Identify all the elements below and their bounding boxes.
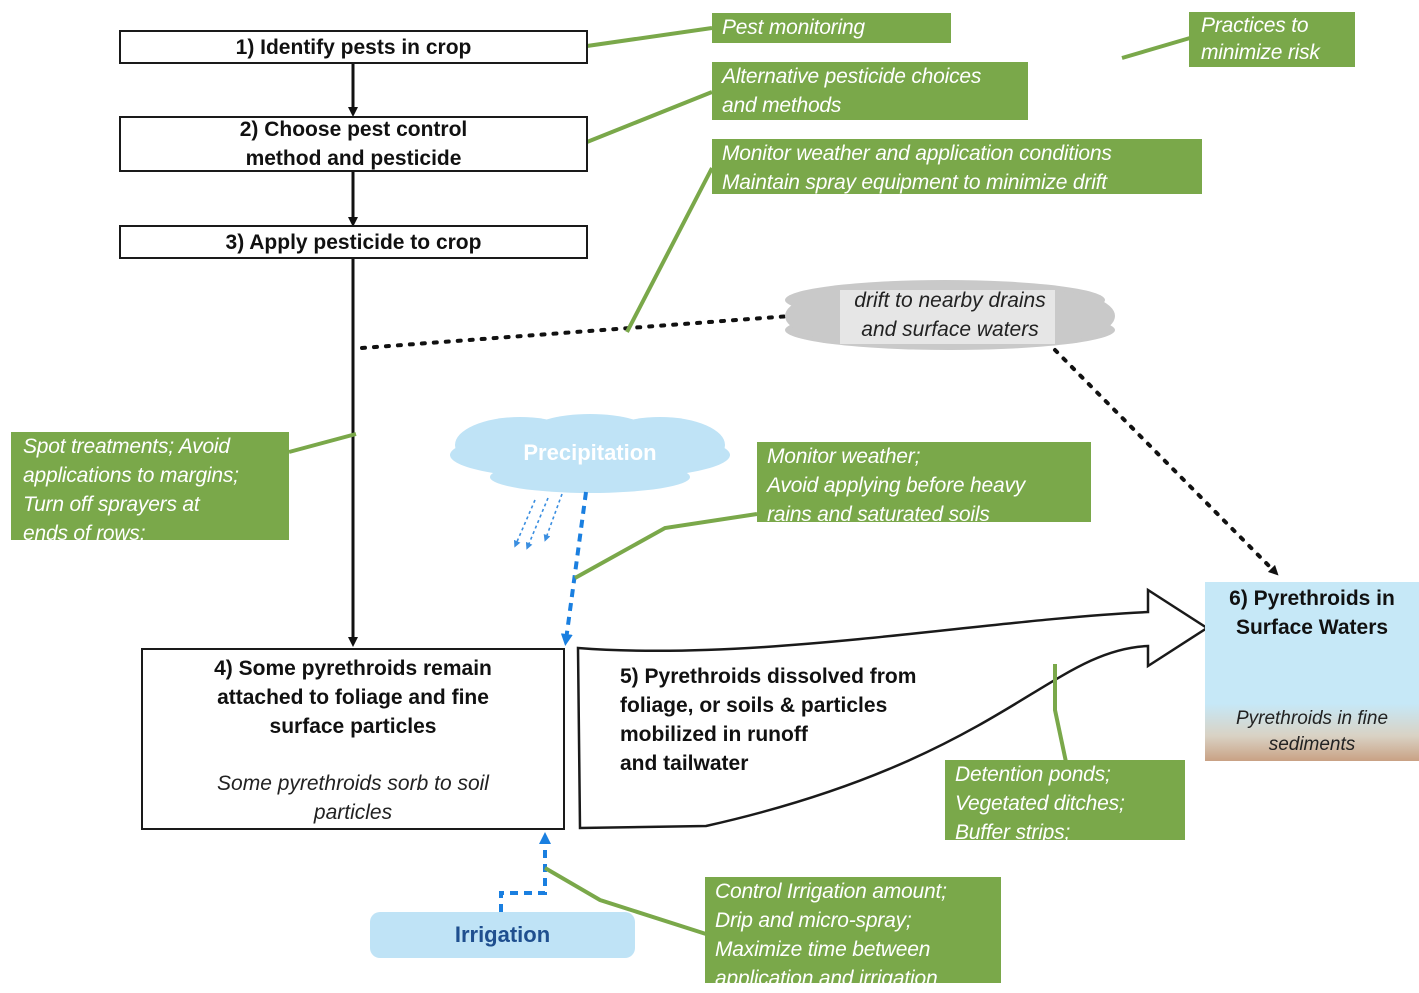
drift-line1: drift to nearby drains bbox=[854, 289, 1046, 312]
box6-title-line1: 6) Pyrethroids in bbox=[1229, 587, 1395, 610]
link-weather-drift bbox=[625, 167, 714, 333]
practice-rain-line1: Monitor weather; bbox=[767, 445, 921, 468]
practice-rain: Monitor weather; Avoid applying before h… bbox=[757, 442, 1091, 526]
box-surface-waters: 6) Pyrethroids in Surface Waters Pyrethr… bbox=[1205, 582, 1419, 761]
box6-sediment-line1: Pyrethroids in fine bbox=[1235, 708, 1389, 729]
practice-irrig-line4: application and irrigation bbox=[715, 967, 938, 990]
step-choose-line1: 2) Choose pest control bbox=[239, 118, 468, 141]
practice-detention-line1: Detention ponds; bbox=[955, 763, 1111, 786]
practice-weather-line2: Maintain spray equipment to minimize dri… bbox=[722, 171, 1107, 194]
box4-sorb-line1: Some pyrethroids sorb to soil bbox=[217, 772, 489, 795]
precipitation-label: Precipitation bbox=[523, 440, 657, 465]
box-runoff-text: 5) Pyrethroids dissolved from foliage, o… bbox=[620, 662, 916, 778]
practice-alternatives: Alternative pesticide choices and method… bbox=[712, 62, 1028, 120]
practice-rain-line3: rains and saturated soils bbox=[767, 503, 990, 526]
practice-spot-line1: Spot treatments; Avoid bbox=[23, 435, 230, 458]
drift-to-water-dotted-path bbox=[1053, 348, 1279, 576]
practice-spot-treatments: Spot treatments; Avoid applications to m… bbox=[11, 432, 289, 545]
practice-spot-line2: applications to margins; bbox=[23, 464, 239, 487]
step-apply-label: 3) Apply pesticide to crop bbox=[225, 230, 482, 254]
precipitation-flow-arrow bbox=[560, 491, 588, 646]
link-pest-monitoring bbox=[586, 26, 713, 48]
drift-cloud bbox=[785, 280, 1115, 350]
drift-line2: and surface waters bbox=[861, 318, 1039, 341]
rain-streaks bbox=[513, 493, 563, 550]
link-spot-treatments bbox=[288, 432, 357, 454]
practice-alt-line1: Alternative pesticide choices bbox=[722, 65, 982, 88]
link-practices-header bbox=[1121, 36, 1191, 60]
step-identify-label: 1) Identify pests in crop bbox=[235, 35, 472, 59]
box-foliage-residue: 4) Some pyrethroids remain attached to f… bbox=[141, 648, 565, 830]
box5-line2: foliage, or soils & particles bbox=[620, 694, 888, 717]
step-apply-pesticide: 3) Apply pesticide to crop bbox=[119, 225, 588, 259]
practice-header-line2: minimize risk bbox=[1201, 41, 1320, 64]
link-alternative-choices bbox=[586, 90, 713, 144]
box5-line4: and tailwater bbox=[620, 752, 749, 775]
link-irrigation-advice bbox=[543, 866, 707, 936]
practice-rain-line2: Avoid applying before heavy bbox=[767, 474, 1026, 497]
practice-pest-monitoring-text: Pest monitoring bbox=[722, 16, 865, 39]
irrigation-box: Irrigation bbox=[370, 912, 635, 958]
box5-line3: mobilized in runoff bbox=[620, 723, 808, 746]
box4-line1: 4) Some pyrethroids remain bbox=[214, 657, 492, 680]
runoff-big-arrow bbox=[576, 587, 1210, 830]
drift-cloud-label: drift to nearby drains and surface water… bbox=[815, 286, 1085, 344]
drift-dotted-path bbox=[360, 314, 792, 350]
practice-weather-line1: Monitor weather and application conditio… bbox=[722, 142, 1112, 165]
irrigation-flow-arrow bbox=[499, 832, 551, 912]
practice-alt-line2: and methods bbox=[722, 94, 842, 117]
practice-detention: Detention ponds; Vegetated ditches; Buff… bbox=[945, 760, 1185, 844]
practice-detention-line3: Buffer strips; bbox=[955, 821, 1071, 844]
practice-irrigation: Control Irrigation amount; Drip and micr… bbox=[705, 877, 1001, 990]
practice-pest-monitoring: Pest monitoring bbox=[712, 13, 951, 43]
practice-irrig-line2: Drip and micro-spray; bbox=[715, 909, 912, 932]
link-rain-advice bbox=[574, 512, 758, 580]
box4-line2: attached to foliage and fine bbox=[217, 686, 489, 709]
practice-spot-line4: ends of rows; bbox=[23, 522, 146, 545]
step-choose-line2: method and pesticide bbox=[245, 147, 462, 170]
box6-sediment-line2: sediments bbox=[1268, 734, 1356, 755]
practice-irrig-line1: Control Irrigation amount; bbox=[715, 880, 947, 903]
step-choose-method: 2) Choose pest control method and pestic… bbox=[119, 116, 588, 172]
practice-header-line1: Practices to bbox=[1201, 14, 1309, 37]
irrigation-label: Irrigation bbox=[454, 922, 551, 947]
box4-line3: surface particles bbox=[269, 715, 437, 738]
box6-title-line2: Surface Waters bbox=[1235, 616, 1389, 639]
box5-line1: 5) Pyrethroids dissolved from bbox=[620, 665, 917, 688]
link-detention bbox=[1053, 664, 1068, 763]
practice-irrig-line3: Maximize time between bbox=[715, 938, 931, 961]
precipitation-cloud bbox=[450, 414, 730, 493]
practice-header: Practices to minimize risk bbox=[1189, 12, 1355, 67]
step-identify-pests: 1) Identify pests in crop bbox=[119, 30, 588, 64]
practice-detention-line2: Vegetated ditches; bbox=[955, 792, 1125, 815]
box4-sorb-line2: particles bbox=[313, 801, 393, 824]
practice-weather-drift: Monitor weather and application conditio… bbox=[712, 139, 1202, 194]
practice-spot-line3: Turn off sprayers at bbox=[23, 493, 200, 516]
